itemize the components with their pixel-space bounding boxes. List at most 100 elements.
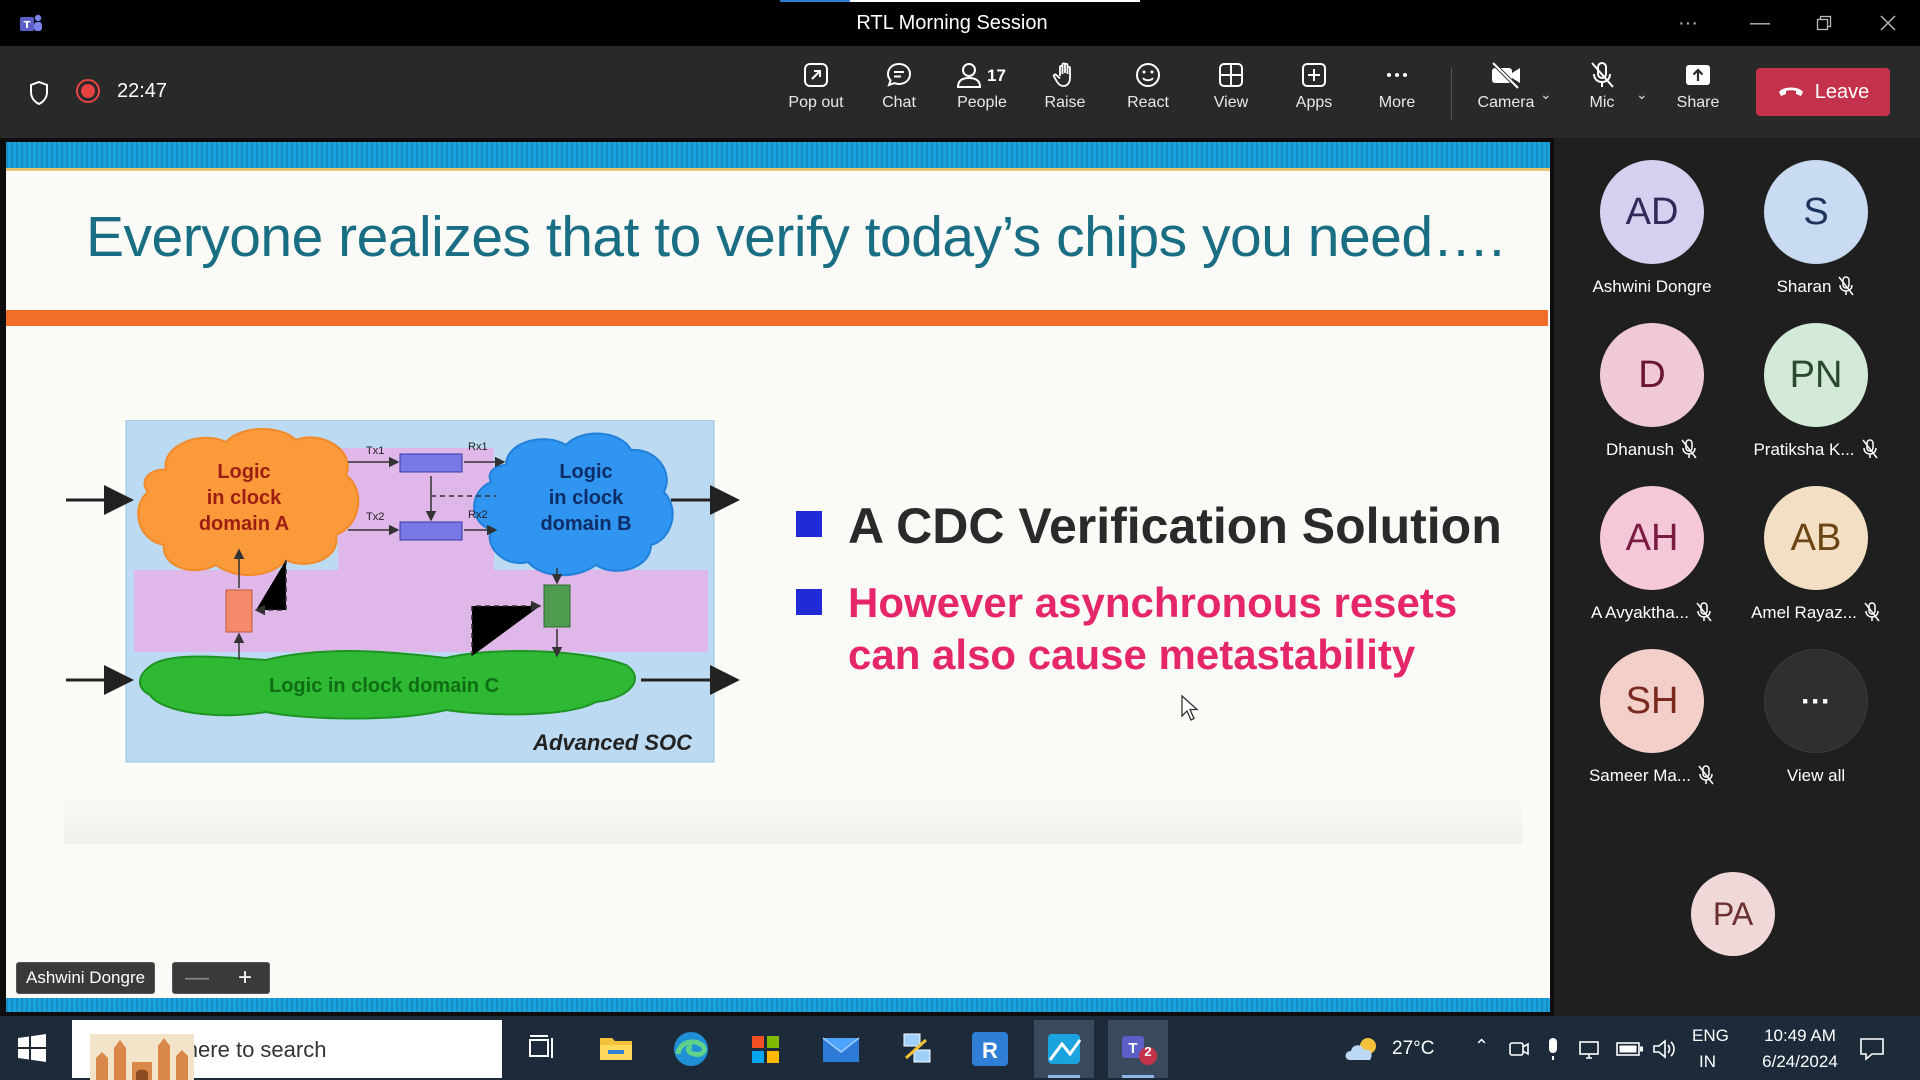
view-button[interactable]: View — [1190, 60, 1272, 130]
active-tab-indicator — [780, 0, 1140, 2]
meet-now-icon[interactable] — [1508, 1038, 1530, 1060]
camera-label: Camera — [1477, 94, 1535, 111]
people-count-badge: 17 — [987, 66, 1006, 85]
notifications-icon[interactable] — [1858, 1036, 1886, 1062]
task-view-button[interactable] — [512, 1020, 572, 1078]
weather-cloud-icon[interactable] — [1342, 1034, 1384, 1064]
clock-time[interactable]: 10:49 AM — [1764, 1026, 1836, 1045]
taskbar-search-box[interactable]: Type here to search — [72, 1020, 502, 1080]
leave-button[interactable]: Leave — [1756, 68, 1890, 116]
self-view-tile[interactable]: PA — [1653, 872, 1813, 956]
clock-date[interactable]: 6/24/2024 — [1762, 1052, 1838, 1071]
language-indicator-top[interactable]: ENG — [1692, 1026, 1729, 1045]
participant-avatar: S — [1764, 160, 1868, 264]
mic-button[interactable]: Mic — [1561, 60, 1643, 130]
show-hidden-icons-chevron-icon[interactable]: ⌃ — [1474, 1036, 1490, 1056]
participant-name-row: Dhanush — [1572, 438, 1732, 460]
network-app-button[interactable] — [886, 1020, 946, 1078]
weather-temperature[interactable]: 27°C — [1392, 1038, 1435, 1059]
participant-name-row: A Avyaktha... — [1572, 601, 1732, 623]
react-label: React — [1127, 94, 1169, 111]
participant-tile[interactable]: D Dhanush — [1572, 323, 1732, 460]
muted-mic-icon — [1864, 601, 1880, 621]
mic-options-chevron-icon[interactable]: ⌄ — [1636, 86, 1648, 102]
participant-name: Sameer Ma... — [1588, 766, 1692, 785]
file-explorer-button[interactable] — [586, 1020, 646, 1078]
apps-label: Apps — [1295, 94, 1333, 111]
microsoft-store-button[interactable] — [736, 1020, 796, 1078]
whiteboard-app-button[interactable] — [1034, 1020, 1094, 1078]
camera-button[interactable]: Camera — [1465, 60, 1547, 130]
meeting-timer: 22:47 — [117, 80, 168, 102]
apps-button[interactable]: Apps — [1273, 60, 1355, 130]
close-window-button[interactable] — [1868, 8, 1908, 38]
cloud-domain-c — [139, 649, 636, 720]
language-indicator-bottom[interactable]: IN — [1699, 1052, 1716, 1071]
edge-browser-button[interactable] — [661, 1020, 721, 1078]
shield-icon[interactable] — [28, 80, 50, 106]
title-bar: T RTL Morning Session ··· — — [0, 0, 1920, 46]
active-app-underline — [1048, 1075, 1080, 1078]
close-icon — [1880, 15, 1896, 31]
task-view-icon — [529, 1035, 553, 1058]
rx1-label: Rx1 — [468, 441, 488, 453]
pop-out-button[interactable]: Pop out — [775, 60, 857, 130]
mail-icon — [822, 1037, 860, 1062]
slide-bullets: A CDC Verification Solution However asyn… — [796, 497, 1536, 681]
slide-header-pattern — [6, 142, 1550, 168]
more-button[interactable]: More — [1356, 60, 1438, 130]
view-all-participants-tile[interactable]: ···View all — [1736, 649, 1896, 786]
presenter-name-tag: Ashwini Dongre — [16, 962, 156, 994]
teams-taskbar-button[interactable]: T 2 — [1108, 1020, 1168, 1078]
windows-taskbar: Type here to search R — [0, 1016, 1920, 1080]
window-title: RTL Morning Session — [856, 12, 1048, 34]
participant-avatar: SH — [1600, 649, 1704, 753]
mail-button[interactable] — [811, 1020, 871, 1078]
teams-logo-icon: T — [20, 14, 42, 31]
microphone-tray-icon[interactable] — [1544, 1036, 1562, 1062]
svg-text:R: R — [982, 1038, 998, 1063]
react-button[interactable]: React — [1107, 60, 1189, 130]
participant-avatar: AD — [1600, 160, 1704, 264]
cloud-c-label: Logic in clock domain C — [269, 675, 499, 697]
reset-sync-flop-a — [225, 589, 253, 633]
restore-button[interactable] — [1804, 8, 1844, 38]
network-tray-icon[interactable] — [1578, 1038, 1604, 1060]
raise-hand-button[interactable]: Raise — [1024, 60, 1106, 130]
minimize-button[interactable]: — — [1750, 12, 1770, 34]
share-button[interactable]: Share — [1657, 60, 1739, 130]
bullet-square-icon — [796, 511, 822, 537]
search-highlight-art-icon — [90, 1034, 194, 1080]
windows-start-icon[interactable] — [18, 1034, 46, 1062]
participant-avatar: D — [1600, 323, 1704, 427]
mic-off-icon — [1591, 62, 1614, 88]
camera-off-icon — [1491, 61, 1520, 90]
zoom-in-button[interactable]: + — [237, 964, 252, 991]
reset-sync-flop-b — [543, 584, 571, 628]
svg-text:T: T — [24, 20, 31, 31]
battery-icon[interactable] — [1616, 1041, 1644, 1057]
chat-button[interactable]: Chat — [858, 60, 940, 130]
volume-icon[interactable] — [1652, 1038, 1678, 1060]
sync-flop-rx2 — [399, 521, 463, 541]
hang-up-icon — [1778, 87, 1803, 97]
window-more-icon[interactable]: ··· — [1678, 12, 1698, 34]
mouse-cursor-icon — [1181, 694, 1199, 721]
view-label: View — [1213, 94, 1249, 111]
shared-slide: Everyone realizes that to verify today’s… — [6, 142, 1550, 1012]
zoom-out-button[interactable]: — — [185, 964, 209, 991]
chat-icon — [886, 62, 912, 87]
participant-tile[interactable]: SH Sameer Ma... — [1572, 649, 1732, 786]
people-button[interactable]: 17 People — [941, 60, 1023, 130]
remote-app-button[interactable]: R — [960, 1020, 1020, 1078]
muted-mic-icon — [1681, 438, 1697, 458]
more-dots-icon — [1387, 73, 1407, 77]
recording-indicator-icon — [76, 79, 100, 103]
camera-options-chevron-icon[interactable]: ⌄ — [1540, 86, 1552, 102]
slide-header-line — [6, 168, 1550, 171]
